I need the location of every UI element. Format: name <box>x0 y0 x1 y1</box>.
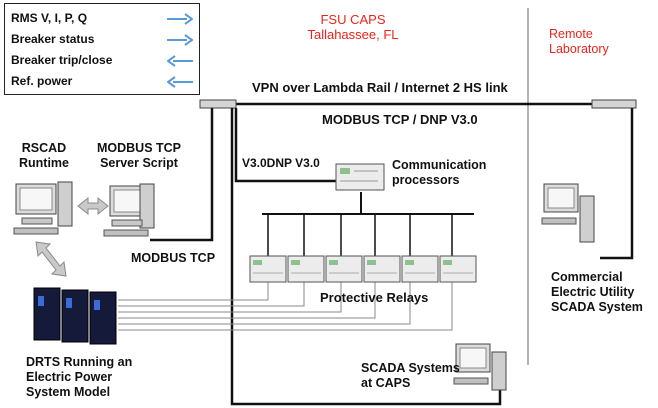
legend-item: Breaker trip/close <box>11 52 197 70</box>
commercial-line: Electric Utility <box>551 285 635 299</box>
scada-caps-link <box>230 108 502 406</box>
right-arrow-icon <box>167 13 193 25</box>
relay-device <box>363 255 401 283</box>
drts-line: Electric Power <box>26 370 113 384</box>
protocol-label: MODBUS TCP / DNP V3.0 <box>322 112 478 127</box>
remote-line1: Remote <box>549 27 593 41</box>
drts-label: DRTS Running an Electric Power System Mo… <box>26 355 132 400</box>
scada-caps-computer <box>453 343 507 391</box>
remote-line2: Laboratory <box>549 42 609 56</box>
commercial-scada-label: Commercial Electric Utility SCADA System <box>551 270 643 315</box>
drts-line: DRTS Running an <box>26 355 133 369</box>
rscad-line: Runtime <box>19 156 69 170</box>
right-switch <box>591 99 637 109</box>
scada-caps-line: SCADA Systems <box>361 361 460 375</box>
legend-label: Breaker trip/close <box>11 53 113 67</box>
commercial-line: SCADA System <box>551 300 643 314</box>
legend-item: RMS V, I, P, Q <box>11 10 197 28</box>
drts-racks <box>33 287 117 345</box>
site-label: FSU CAPS Tallahassee, FL <box>288 12 418 42</box>
comm-processor-label: Communication processors <box>392 158 486 188</box>
legend-label: Breaker status <box>11 32 95 46</box>
rscad-line: RSCAD <box>21 141 67 155</box>
dnp-label: V3.0DNP V3.0 <box>242 156 320 170</box>
diagonal-double-arrow-icon <box>35 241 67 277</box>
legend-label: Ref. power <box>11 74 73 88</box>
left-switch <box>199 99 237 109</box>
comm-line: processors <box>392 173 460 187</box>
double-arrow-icon <box>77 196 109 216</box>
modbus-tcp-label: MODBUS TCP <box>131 251 216 265</box>
legend-box: RMS V, I, P, Q Breaker status Breaker tr… <box>4 3 200 95</box>
relay-device <box>325 255 363 283</box>
modbus-server-label: MODBUS TCP Server Script <box>84 141 194 171</box>
relay-device <box>249 255 287 283</box>
rscad-label: RSCAD Runtime <box>14 141 74 171</box>
left-arrow-icon <box>167 76 193 88</box>
commercial-line: Commercial <box>551 270 623 284</box>
modbus-server-line: Server Script <box>100 156 178 170</box>
left-arrow-icon <box>167 55 193 67</box>
scada-caps-label: SCADA Systems at CAPS <box>361 361 460 391</box>
vpn-link-label: VPN over Lambda Rail / Internet 2 HS lin… <box>252 80 508 95</box>
modbus-server-computer <box>103 183 155 237</box>
protective-relays-label: Protective Relays <box>320 290 429 305</box>
remote-link <box>600 108 634 260</box>
scada-caps-line: at CAPS <box>361 376 411 390</box>
relay-device <box>287 255 325 283</box>
dnp-link <box>234 108 338 183</box>
remote-lab-label: Remote Laboratory <box>549 27 609 57</box>
modbus-tcp-link <box>150 108 214 242</box>
relay-device <box>439 255 477 283</box>
legend-item: Ref. power <box>11 73 197 91</box>
right-arrow-icon <box>167 34 193 46</box>
communication-processor-device <box>335 163 385 191</box>
site-name: FSU CAPS <box>320 12 386 27</box>
legend-label: RMS V, I, P, Q <box>11 11 88 25</box>
legend-item: Breaker status <box>11 31 197 49</box>
drts-line: System Model <box>26 385 111 399</box>
relay-device <box>401 255 439 283</box>
rscad-computer <box>13 181 73 235</box>
comm-line: Communication <box>392 158 487 172</box>
commercial-scada-computer <box>541 183 595 243</box>
site-location: Tallahassee, FL <box>307 27 399 42</box>
modbus-server-line: MODBUS TCP <box>96 141 182 155</box>
